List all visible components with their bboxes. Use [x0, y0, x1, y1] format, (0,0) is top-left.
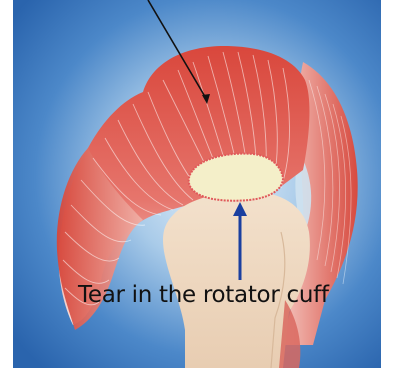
- tear-annotation-label: Tear in the rotator cuff: [78, 284, 329, 307]
- illustration-svg: [13, 0, 381, 368]
- rotator-cuff-illustration: [13, 0, 381, 368]
